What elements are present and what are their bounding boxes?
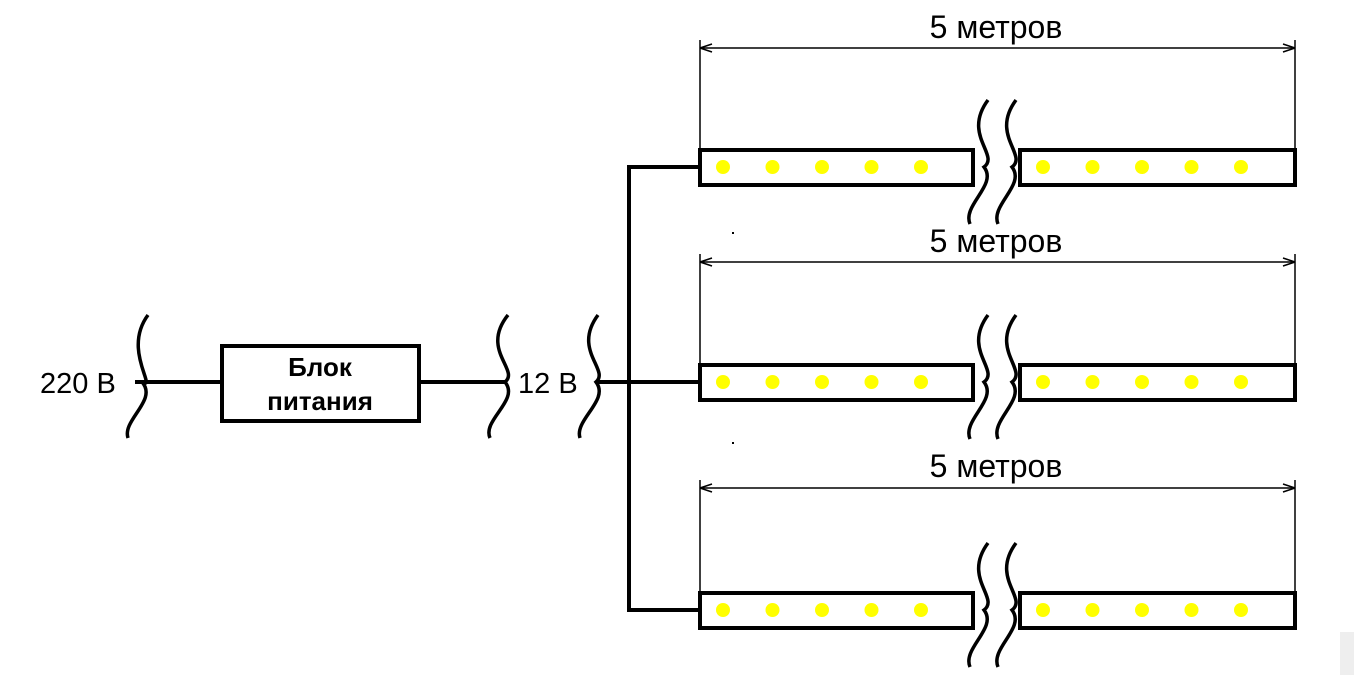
led-strips-group: 5 метров 5 метров 5 метров (698, 9, 1297, 668)
strip-length-label: 5 метров (930, 9, 1063, 45)
led-dot (914, 160, 928, 174)
strip-segment-1 (698, 363, 975, 402)
strip-break-symbol (967, 313, 1018, 440)
led-dot (716, 375, 730, 389)
output-break-symbol-right (577, 313, 601, 439)
led-dot (1184, 603, 1199, 617)
strip-dimension-line (699, 480, 1296, 593)
strip-segment-2 (1018, 148, 1297, 187)
strip-break-symbol (967, 98, 1018, 225)
input-break-symbol (125, 313, 150, 439)
led-strip-2: 5 метров (698, 223, 1297, 440)
led-dot (815, 160, 829, 174)
led-dot (1135, 160, 1149, 174)
speck-mark (732, 232, 734, 234)
strip-dimension-line (699, 254, 1296, 365)
led-dot (716, 603, 730, 617)
led-dot (914, 375, 928, 389)
led-dot (864, 603, 879, 617)
strip-segment-2 (1018, 363, 1297, 402)
led-dot (765, 375, 780, 389)
led-dot (1036, 603, 1050, 617)
power-supply-label-line2: питания (267, 386, 373, 416)
strip-dimension-line (699, 40, 1296, 150)
led-dot (1036, 375, 1050, 389)
led-dot (765, 603, 780, 617)
speck-mark (732, 442, 734, 444)
strip-length-label: 5 метров (930, 223, 1063, 259)
led-dot (1234, 375, 1248, 389)
corner-scroll-marker (1340, 632, 1354, 675)
led-dot (815, 603, 829, 617)
led-strip-3: 5 метров (698, 448, 1297, 668)
output-voltage-label: 12 В (518, 368, 578, 400)
led-dot (1184, 375, 1199, 389)
led-dot (914, 603, 928, 617)
input-voltage-label: 220 В (40, 368, 116, 400)
bus-vertical-wire (627, 165, 700, 612)
led-dot (1135, 375, 1149, 389)
led-dot (765, 160, 780, 174)
led-dot (716, 160, 730, 174)
strip-segment-1 (698, 591, 975, 630)
output-break-symbol-left (487, 313, 511, 439)
led-dot (864, 375, 879, 389)
strip-length-label: 5 метров (930, 448, 1063, 484)
strip-break-symbol (967, 541, 1018, 668)
led-dot (815, 375, 829, 389)
led-dot (1184, 160, 1199, 174)
led-dot (1085, 160, 1100, 174)
led-strip-1: 5 метров (698, 9, 1297, 225)
led-dot (1036, 160, 1050, 174)
power-supply-block: Блок питания (220, 344, 421, 423)
led-dot (864, 160, 879, 174)
strip-segment-1 (698, 148, 975, 187)
power-supply-label-line1: Блок (288, 352, 353, 382)
led-dot (1085, 603, 1100, 617)
led-dot (1234, 603, 1248, 617)
led-dot (1135, 603, 1149, 617)
strip-segment-2 (1018, 591, 1297, 630)
led-dot (1234, 160, 1248, 174)
led-dot (1085, 375, 1100, 389)
